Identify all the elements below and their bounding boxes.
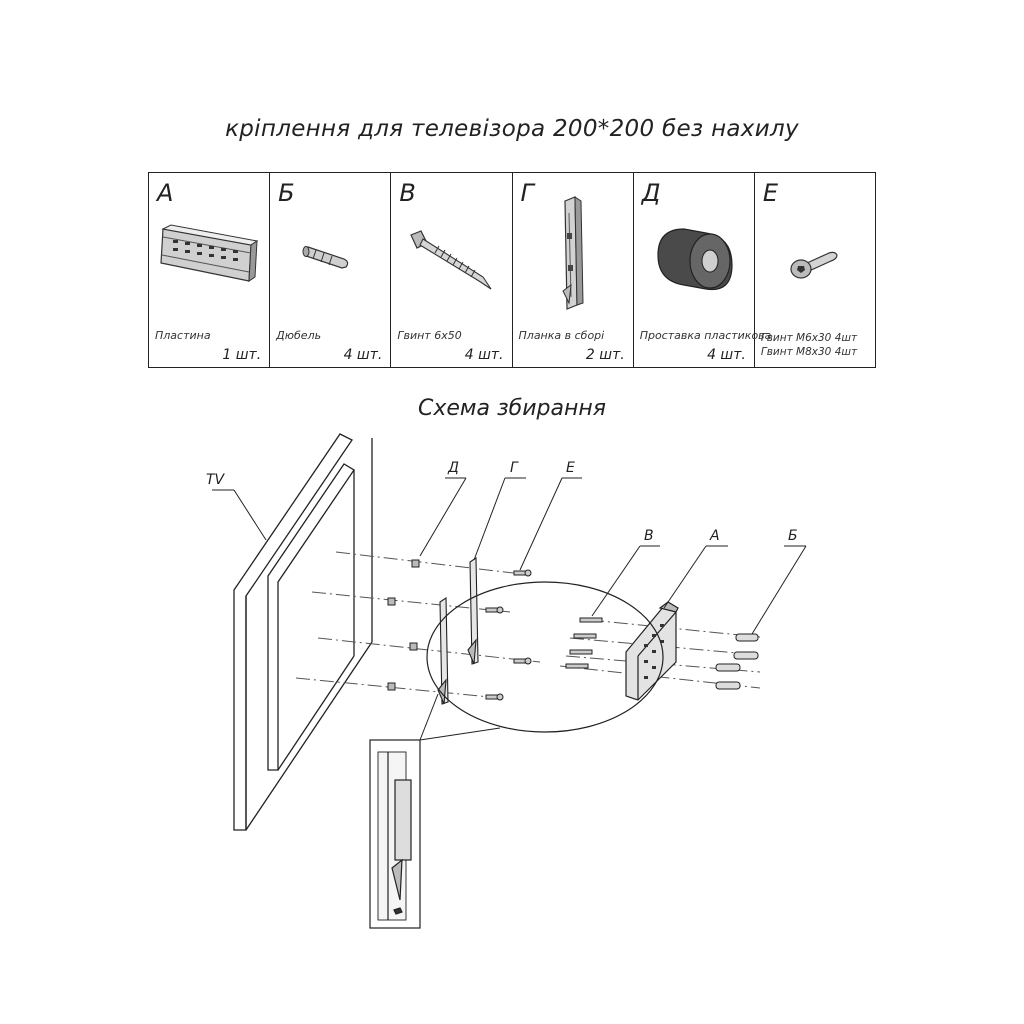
part-letter: Д (641, 179, 661, 207)
part-letter: Б (278, 179, 295, 207)
part-letter: А (157, 179, 174, 207)
label-v: В (644, 528, 654, 544)
label-g: Г (510, 460, 519, 476)
label-tv: TV (206, 472, 226, 488)
wood-screw-icon (410, 230, 492, 290)
plastic-spacer-icon (657, 228, 733, 291)
part-name: Проставка пластикова (639, 329, 772, 342)
wall-plate-icon (160, 224, 259, 282)
part-letter: Е (762, 179, 779, 207)
tv-panel (233, 433, 373, 831)
machine-screw-icon (790, 251, 838, 279)
part-letter: В (399, 179, 416, 207)
callout-leaders (212, 477, 807, 635)
tv-bracket-icon (561, 196, 584, 310)
part-qty: 4 шт. (464, 347, 504, 363)
part-cell-a: А Пластина 1 шт. (149, 173, 271, 367)
wall-plate-part (625, 601, 679, 701)
spacer-parts (387, 559, 420, 691)
part-qty: 1 шт. (222, 347, 262, 363)
part-name-e: Гвинт М6х30 4шт Гвинт М8х30 4шт (761, 331, 857, 359)
label-e: Е (566, 460, 575, 476)
label-b: Б (788, 528, 798, 544)
part-cell-v: В Гвинт 6х50 4 шт. (391, 173, 513, 367)
bracket-parts (437, 556, 479, 705)
detail-ellipse (426, 581, 664, 733)
part-name: Гвинт 6х50 (397, 329, 462, 342)
part-name-line: Гвинт М8х30 4шт (760, 346, 858, 358)
part-cell-g: Г Планка в сборі 2 шт. (513, 173, 634, 367)
part-cell-e: Е Гвинт М6х30 4шт Гвинт М8х30 4шт (755, 173, 875, 367)
parts-table: А Пластина 1 шт. Б (148, 172, 876, 368)
dowel-parts (715, 633, 759, 690)
part-cell-b: Б Дюбель 4 шт. (270, 173, 392, 367)
part-qty: 4 шт. (343, 347, 383, 363)
screw-parts-e (485, 569, 532, 701)
screw-parts-v (565, 617, 603, 669)
detail-inset (369, 739, 421, 929)
part-name: Пластина (155, 329, 211, 342)
page-title: кріплення для телевізора 200*200 без нах… (225, 116, 799, 142)
label-d: Д (447, 460, 459, 476)
part-qty: 2 шт. (585, 347, 625, 363)
part-name-line: Гвинт М6х30 4шт (760, 332, 858, 344)
wall-dowel-icon (302, 246, 349, 269)
scheme-title: Схема збирання (418, 396, 606, 421)
label-a: А (709, 528, 720, 544)
part-letter: Г (520, 179, 534, 207)
part-name: Планка в сборі (518, 329, 605, 342)
part-qty: 4 шт. (707, 347, 746, 363)
part-name: Дюбель (276, 329, 322, 342)
part-cell-d: Д Проставка пластикова 4 шт. (634, 173, 771, 367)
